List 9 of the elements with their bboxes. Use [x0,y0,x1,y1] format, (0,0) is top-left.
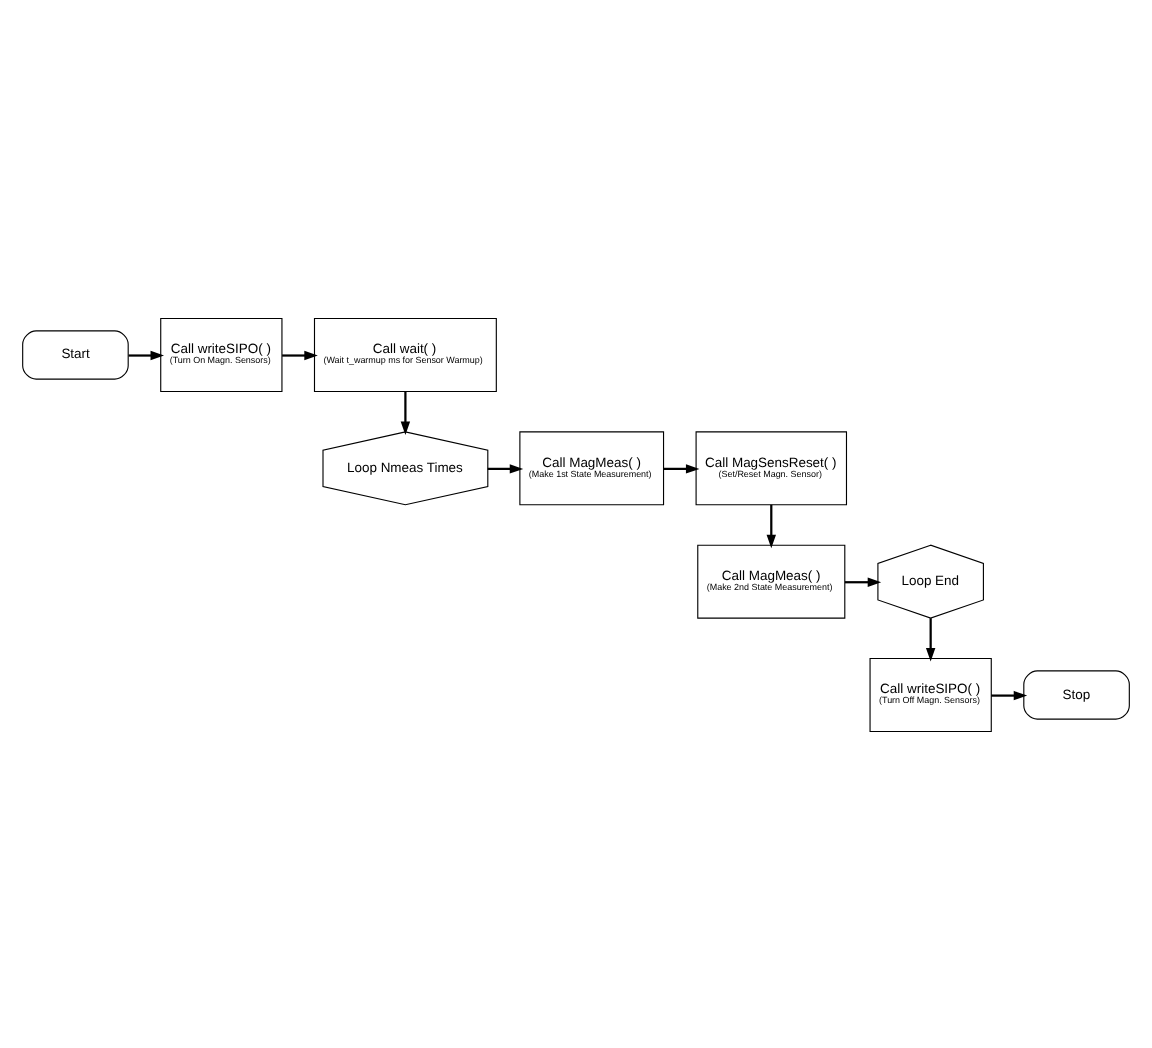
arrow [663,463,700,473]
arrow [991,689,1028,700]
arrow [400,390,411,434]
arrow [128,349,164,360]
arrow [925,617,936,661]
arrow [844,576,882,586]
arrow [282,349,318,360]
arrow [766,503,776,548]
arrow [487,463,524,473]
